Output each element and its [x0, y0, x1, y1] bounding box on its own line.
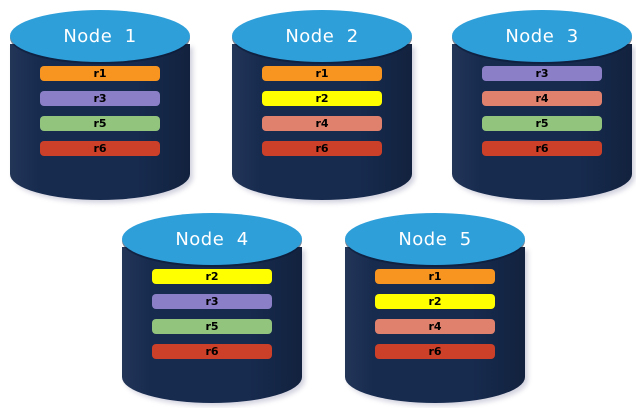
replica-bar[interactable]: r1 [262, 66, 382, 81]
replica-bar[interactable]: r6 [152, 344, 272, 359]
replica-bar[interactable]: r6 [262, 141, 382, 156]
replica-list: r2 r3 r5 r6 [122, 269, 302, 369]
database-node-cylinder[interactable]: Node 4 r2 r3 r5 r6 [122, 213, 302, 403]
replica-list: r1 r2 r4 r6 [232, 66, 412, 166]
replica-bar[interactable]: r6 [482, 141, 602, 156]
replica-bar[interactable]: r4 [262, 116, 382, 131]
replica-list: r3 r4 r5 r6 [452, 66, 632, 166]
replica-bar[interactable]: r3 [482, 66, 602, 81]
cylinder-top-ellipse [232, 10, 412, 62]
replica-bar[interactable]: r6 [40, 141, 160, 156]
cylinder-top-ellipse [452, 10, 632, 62]
cylinder-top-ellipse [345, 213, 525, 265]
replica-list: r1 r2 r4 r6 [345, 269, 525, 369]
database-node-cylinder[interactable]: Node 3 r3 r4 r5 r6 [452, 10, 632, 200]
replica-bar[interactable]: r2 [152, 269, 272, 284]
replica-bar[interactable]: r1 [375, 269, 495, 284]
node-label: Node 1 [63, 25, 137, 47]
replica-bar[interactable]: r3 [152, 294, 272, 309]
cylinder-top-ellipse [122, 213, 302, 265]
database-node-cylinder[interactable]: Node 5 r1 r2 r4 r6 [345, 213, 525, 403]
database-node-cylinder[interactable]: Node 1 r1 r3 r5 r6 [10, 10, 190, 200]
node-label: Node 5 [398, 228, 472, 250]
replica-bar[interactable]: r2 [262, 91, 382, 106]
replica-bar[interactable]: r5 [482, 116, 602, 131]
cylinder-top-ellipse [10, 10, 190, 62]
replica-bar[interactable]: r1 [40, 66, 160, 81]
replica-bar[interactable]: r5 [152, 319, 272, 334]
node-label: Node 2 [285, 25, 359, 47]
replica-bar[interactable]: r2 [375, 294, 495, 309]
replica-bar[interactable]: r6 [375, 344, 495, 359]
database-node-cylinder[interactable]: Node 2 r1 r2 r4 r6 [232, 10, 412, 200]
node-label: Node 4 [175, 228, 249, 250]
replica-bar[interactable]: r5 [40, 116, 160, 131]
replica-bar[interactable]: r4 [482, 91, 602, 106]
replica-bar[interactable]: r3 [40, 91, 160, 106]
node-label: Node 3 [505, 25, 579, 47]
replica-bar[interactable]: r4 [375, 319, 495, 334]
replica-list: r1 r3 r5 r6 [10, 66, 190, 166]
